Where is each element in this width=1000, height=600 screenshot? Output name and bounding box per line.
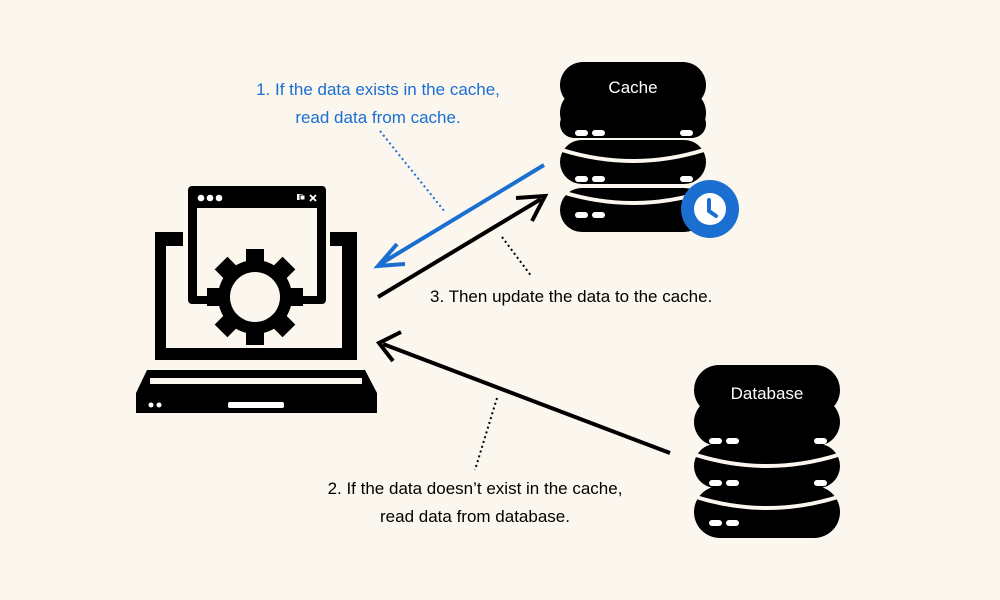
arrow-cache-to-client — [373, 163, 546, 269]
cache-database-icon — [560, 62, 739, 238]
step1-line1: 1. If the data exists in the cache, — [256, 80, 500, 99]
step2-line2: read data from database. — [380, 507, 570, 526]
cache-title: Cache — [608, 78, 658, 97]
main-database-icon — [694, 365, 840, 538]
step1-label: 1. If the data exists in the cache, read… — [218, 76, 538, 132]
step2-label: 2. If the data doesn’t exist in the cach… — [290, 475, 660, 531]
leader-line-step3 — [501, 236, 533, 278]
leader-line-step2 — [474, 397, 498, 471]
database-title: Database — [730, 384, 804, 403]
step2-line1: 2. If the data doesn’t exist in the cach… — [327, 479, 623, 498]
leader-line-step1 — [379, 130, 446, 213]
laptop-gear-icon — [136, 186, 377, 413]
step1-line2: read data from cache. — [295, 108, 461, 127]
gear-icon — [207, 249, 303, 345]
step3-label: 3. Then update the data to the cache. — [430, 287, 713, 306]
clock-icon — [681, 180, 739, 238]
arrow-client-to-cache — [376, 193, 549, 299]
arrow-database-to-client — [375, 330, 671, 455]
